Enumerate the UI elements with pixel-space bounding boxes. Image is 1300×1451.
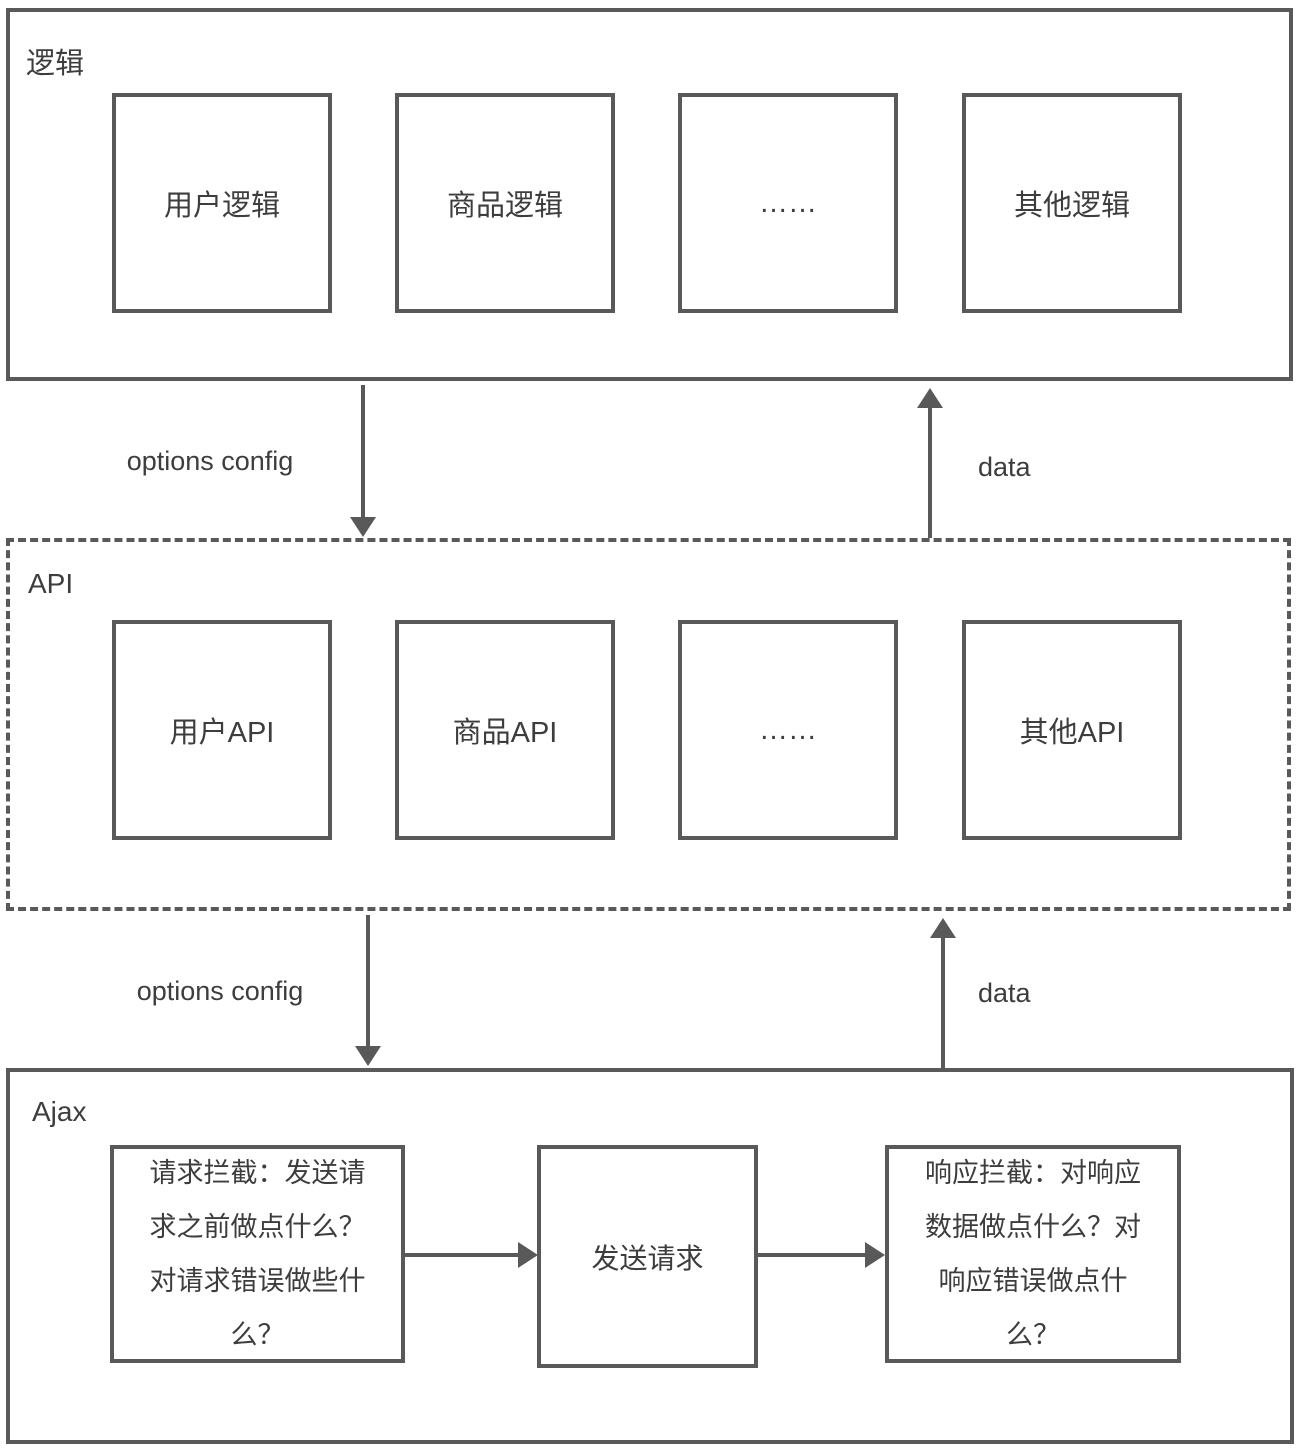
api-box-ellipsis: …… xyxy=(678,620,898,840)
arrow-api-to-logic-head-icon xyxy=(917,388,943,408)
arrow-label-data-1: data xyxy=(978,452,1031,482)
ajax-layer-container: Ajax 请求拦截：发送请求之前做点什么？对请求错误做些什么？ 发送请求 响应拦… xyxy=(6,1068,1294,1444)
arrow-api-to-logic-line xyxy=(928,407,932,538)
arrow-ajax-to-api-head-icon xyxy=(930,918,956,938)
api-layer-container: API 用户API 商品API …… 其他API xyxy=(6,538,1291,911)
arrow-send-to-response-head-icon xyxy=(865,1242,885,1268)
ajax-box-send-request: 发送请求 xyxy=(537,1145,758,1368)
logic-box-ellipsis: …… xyxy=(678,93,898,313)
api-box-product: 商品API xyxy=(395,620,615,840)
logic-box-user: 用户逻辑 xyxy=(112,93,332,313)
ajax-layer-title: Ajax xyxy=(32,1096,87,1127)
arrow-api-to-ajax-line xyxy=(366,915,370,1047)
arrow-request-to-send-line xyxy=(405,1253,518,1257)
arrow-logic-to-api-line xyxy=(361,385,365,519)
ajax-box-request-interceptor: 请求拦截：发送请求之前做点什么？对请求错误做些什么？ xyxy=(110,1145,405,1363)
arrow-api-to-ajax-head-icon xyxy=(355,1046,381,1066)
arrow-logic-to-api-head-icon xyxy=(350,517,376,537)
arrow-ajax-to-api-line xyxy=(941,937,945,1068)
logic-box-other: 其他逻辑 xyxy=(962,93,1182,313)
arrow-send-to-response-line xyxy=(758,1253,865,1257)
arrow-request-to-send-head-icon xyxy=(518,1242,538,1268)
ajax-box-response-interceptor: 响应拦截：对响应数据做点什么？对响应错误做点什么？ xyxy=(885,1145,1181,1363)
logic-layer-title: 逻辑 xyxy=(26,48,85,80)
api-layer-title: API xyxy=(28,568,74,599)
arrow-label-data-2: data xyxy=(978,978,1031,1008)
logic-layer-container: 逻辑 用户逻辑 商品逻辑 …… 其他逻辑 xyxy=(6,8,1293,381)
logic-box-product: 商品逻辑 xyxy=(395,93,615,313)
arrow-label-options-config-2: options config xyxy=(136,976,304,1006)
api-box-other: 其他API xyxy=(962,620,1182,840)
api-box-user: 用户API xyxy=(112,620,332,840)
arrow-label-options-config-1: options config xyxy=(126,446,294,476)
